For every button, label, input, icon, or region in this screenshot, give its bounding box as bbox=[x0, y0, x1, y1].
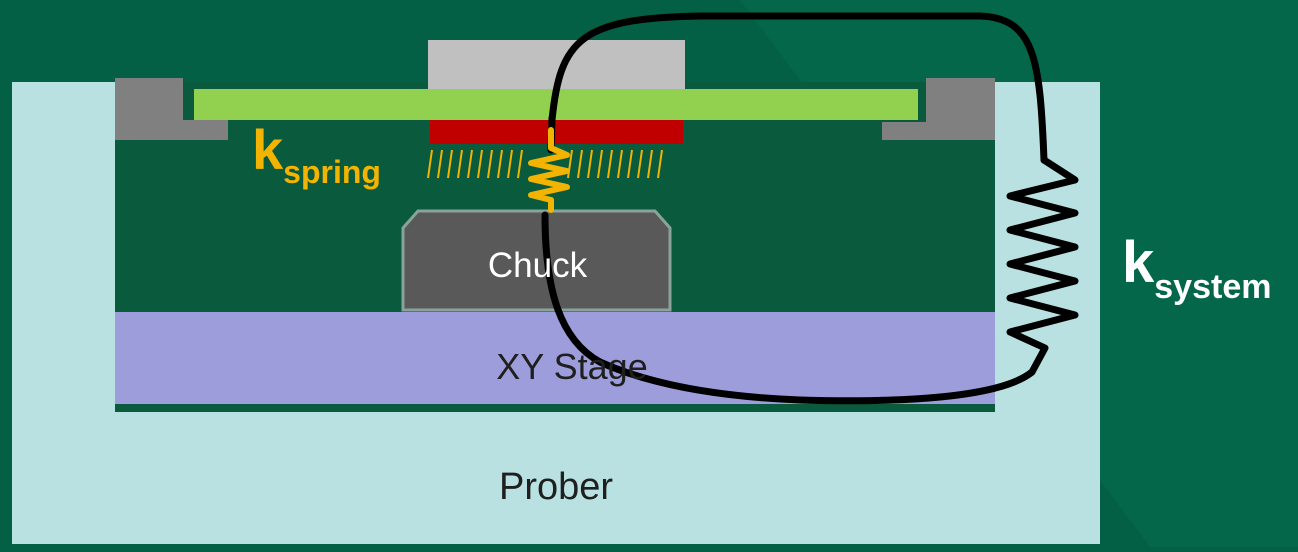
probe-needles bbox=[427, 149, 663, 179]
card-holder-left bbox=[115, 78, 228, 140]
k-spring-subscript: spring bbox=[283, 154, 381, 190]
chuck-label: Chuck bbox=[487, 246, 588, 285]
xy-stage-label: XY Stage bbox=[496, 346, 648, 387]
k-system-symbol: k bbox=[1122, 230, 1155, 295]
system-loop bbox=[541, 12, 1048, 405]
probe-spring bbox=[528, 127, 570, 213]
k-spring-symbol: k bbox=[252, 118, 284, 181]
system-spring bbox=[1006, 156, 1079, 376]
prober-label: Prober bbox=[498, 466, 614, 508]
k-system-subscript: system bbox=[1154, 268, 1272, 306]
xy-stage bbox=[115, 312, 995, 404]
k-system-label: ksystem bbox=[1122, 234, 1271, 305]
card-holder-right bbox=[882, 78, 995, 140]
chuck bbox=[401, 209, 672, 312]
needle-block bbox=[430, 120, 683, 144]
k-spring-label: kspring bbox=[252, 122, 381, 189]
